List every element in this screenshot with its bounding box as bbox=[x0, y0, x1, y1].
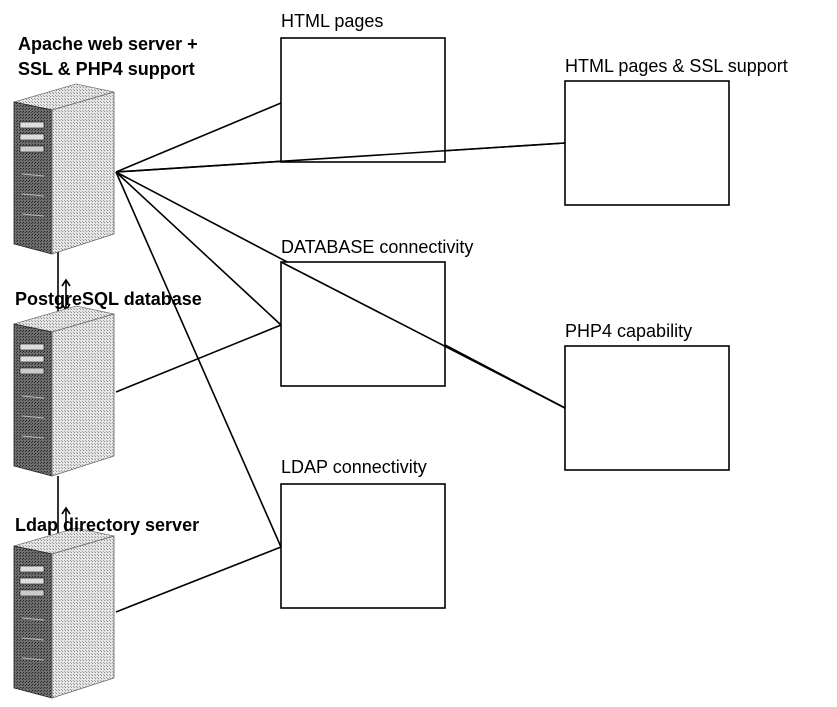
link-ldap-ldapbox bbox=[115, 546, 282, 613]
html-pages-label: HTML pages bbox=[281, 11, 383, 31]
link-postgres-database bbox=[115, 324, 282, 393]
link-apache-ldap bbox=[115, 171, 282, 548]
ldap-server-icon bbox=[13, 527, 115, 699]
apache-server-icon bbox=[13, 83, 115, 255]
html-pages-box bbox=[280, 37, 446, 163]
database-label: DATABASE connectivity bbox=[281, 237, 473, 257]
link-apache-html bbox=[115, 102, 282, 173]
link-apache-database bbox=[115, 171, 282, 326]
database-box bbox=[280, 261, 446, 387]
html-ssl-box bbox=[564, 80, 730, 206]
apache-server-label-line1: Apache web server + bbox=[18, 34, 198, 54]
postgres-server-label: PostgreSQL database bbox=[15, 289, 202, 309]
ldap-server-label: Ldap directory server bbox=[15, 515, 199, 535]
postgres-server-icon bbox=[13, 305, 115, 477]
php4-label: PHP4 capability bbox=[565, 321, 692, 341]
apache-server-label-line2: SSL & PHP4 support bbox=[18, 59, 195, 79]
php4-box bbox=[564, 345, 730, 471]
ldap-label: LDAP connectivity bbox=[281, 457, 427, 477]
html-ssl-label: HTML pages & SSL support bbox=[565, 56, 788, 76]
ldap-box bbox=[280, 483, 446, 609]
